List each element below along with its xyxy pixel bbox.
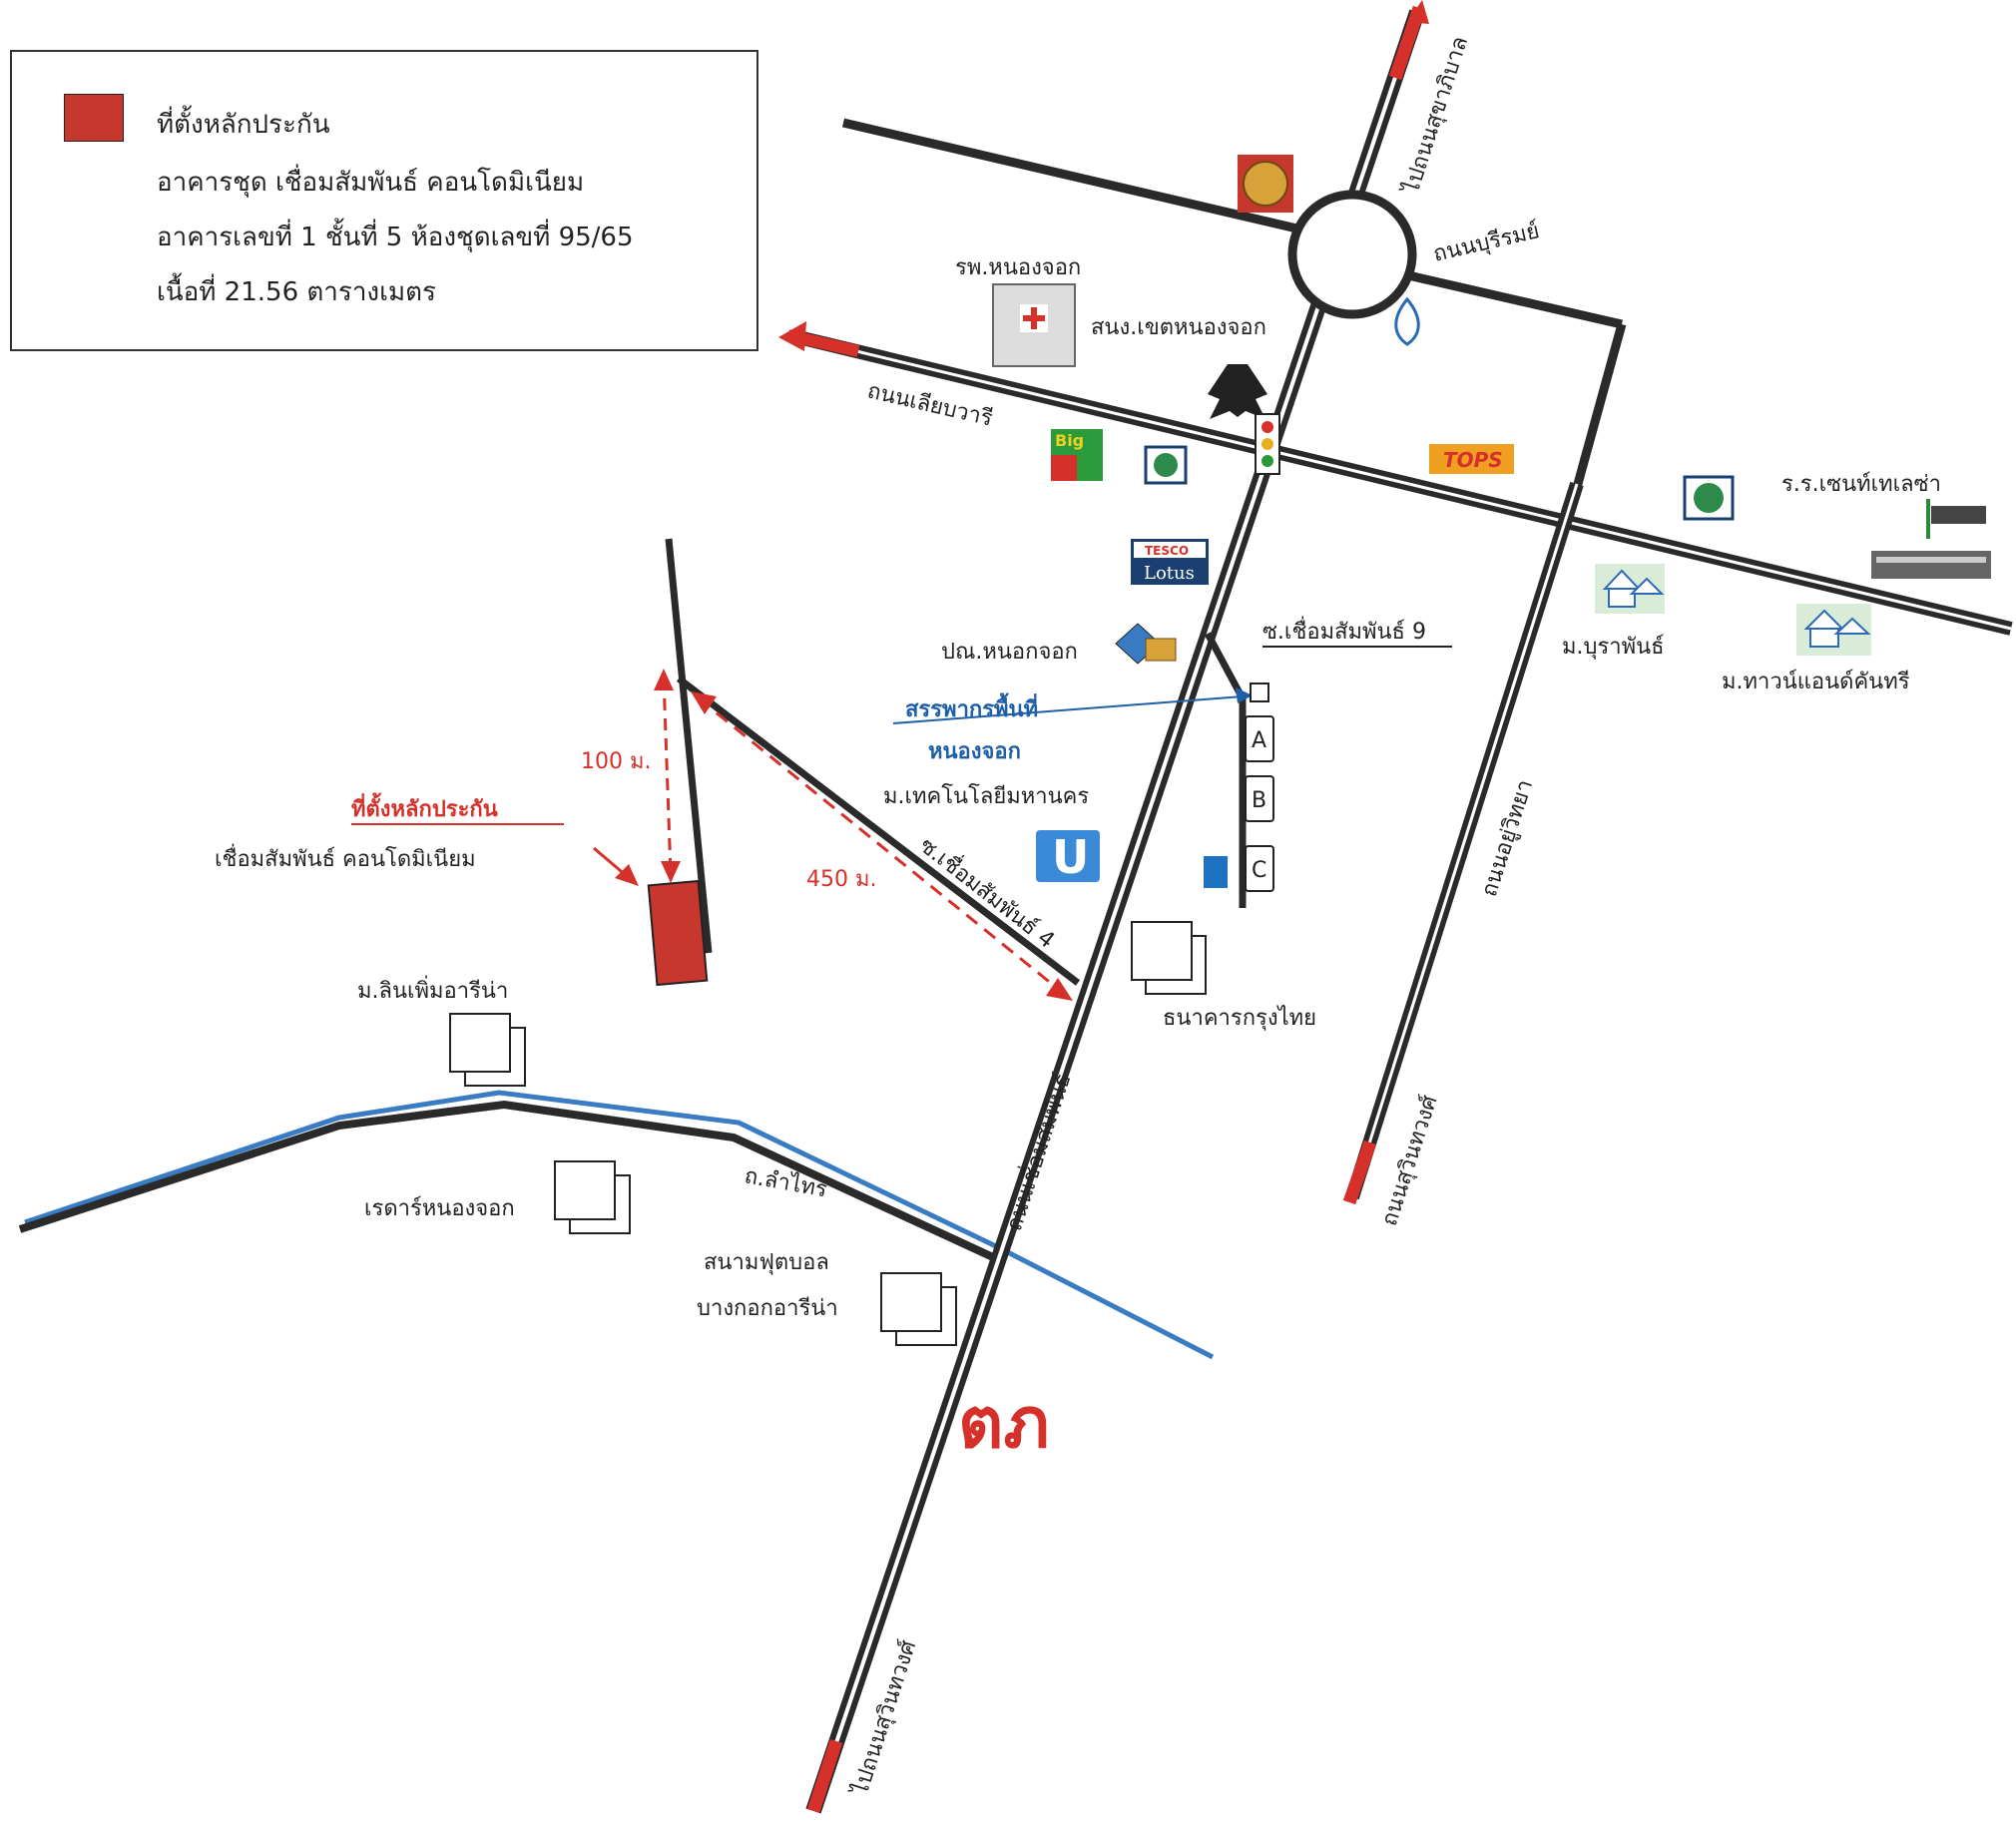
traffic-light-icon: [1255, 413, 1280, 475]
lin-phoem-arena-label: ม.ลินเพิ่มอารีน่า: [357, 975, 508, 1004]
post-office-label: ปณ.หนอกจอก: [941, 640, 1078, 665]
distance-100-arrow-down: [661, 861, 681, 883]
buraphan-label: ม.บุราพันธ์: [1562, 635, 1665, 660]
bank-droplet-icon: [1394, 296, 1420, 346]
tesco-lotus-logo: TESCO Lotus: [1131, 539, 1209, 585]
building-a: [1245, 715, 1274, 762]
lin-phoem-arena-marker: [449, 1013, 526, 1087]
town-country-house-icon: [1796, 604, 1871, 656]
hospital-label: รพ.หนองจอก: [955, 255, 1081, 280]
building-small-square: [1250, 683, 1269, 702]
building-c-label: C: [1252, 858, 1266, 883]
utthayo-road-center: [1350, 483, 1579, 1198]
buraphan-house-icon: [1595, 564, 1665, 614]
soi-9-road-label: ซ.เชื่อมสัมพันธ์ 9: [1262, 616, 1426, 645]
coin-icon: [1238, 155, 1293, 213]
big-c-label: Big: [1055, 431, 1084, 450]
university-label: ม.เทคโนโลยีมหานคร: [883, 783, 1089, 809]
roundabout: [1287, 190, 1417, 319]
distance-450-line: [698, 696, 1064, 995]
distance-450-label: 450 ม.: [806, 867, 876, 892]
collateral-title-label: ที่ตั้งหลักประกัน: [351, 792, 498, 822]
lam-sai-road: [18, 1100, 995, 1261]
buriram-road-label: ถนนบุรีรมย์: [1431, 219, 1542, 267]
collateral-pointer-arrowhead: [615, 864, 639, 886]
garuda-icon: [1208, 364, 1267, 419]
buriram-road-top: [841, 118, 1324, 239]
tesco-label: TESCO: [1145, 544, 1189, 558]
sukhaphiban-arrowhead: [1407, 0, 1429, 24]
building-a-label: A: [1252, 728, 1266, 753]
building-b-label: B: [1252, 788, 1266, 813]
lotus-label: Lotus: [1144, 563, 1195, 584]
revenue-pointer-arrowhead: [1236, 687, 1253, 703]
radar-label: เรดาร์หนองจอก: [364, 1196, 515, 1221]
bank-logo-icon-2: [1683, 475, 1735, 521]
legend-line-3: เนื้อที่ 21.56 ตารางเมตร: [157, 277, 436, 307]
distance-100-line: [662, 678, 673, 874]
collateral-pointer-line: [593, 846, 628, 878]
big-c-logo: Big: [1051, 429, 1103, 481]
collateral-legend-swatch: [64, 94, 124, 142]
blue-square-marker: [1204, 856, 1228, 888]
town-country-label: ม.ทาวน์แอนด์คันทรี: [1722, 670, 1910, 694]
collateral-access-road: [665, 538, 713, 954]
suwinthawong-arrow-tip: [1342, 1140, 1377, 1205]
map-legend: ที่ตั้งหลักประกัน อาคารชุด เชื่อมสัมพันธ…: [10, 50, 758, 351]
distance-100-label: 100 ม.: [581, 749, 651, 774]
school-icon: [1871, 499, 1991, 579]
legend-line-1: อาคารชุด เชื่อมสัมพันธ์ คอนโดมิเนียม: [157, 168, 585, 198]
bank-logo-icon-1: [1144, 445, 1188, 485]
company-logo: ตภ: [958, 1382, 1050, 1464]
krungthai-bank-label: ธนาคารกรุงไทย: [1163, 1005, 1316, 1031]
revenue-label-line2: หนองจอก: [928, 739, 1021, 764]
chueam-samphan-road-center: [811, 11, 1419, 1812]
suwinthawong-road-label: ถนนสุวินทวงศ์: [1377, 1093, 1443, 1229]
radar-marker: [554, 1160, 631, 1234]
collateral-building: [647, 879, 709, 987]
district-office-label: สนง.เขตหนองจอก: [1091, 315, 1266, 340]
stadium-marker: [880, 1272, 957, 1346]
krungthai-bank-marker: [1131, 921, 1207, 995]
lam-sai-road-label: ถ.ลำไทร: [743, 1162, 829, 1202]
soi-4-road: [676, 676, 1081, 986]
stadium-label-line1: สนามฟุตบอล: [704, 1250, 829, 1275]
distance-100-arrow-up: [654, 669, 674, 690]
revenue-pointer-line: [892, 695, 1244, 724]
tops-logo: TOPS: [1429, 444, 1514, 474]
stadium-label-line2: บางกอกอารีน่า: [697, 1296, 838, 1321]
revenue-label-line1: สรรพากรพื้นที่: [905, 692, 1038, 722]
canal-line: [24, 1090, 1215, 1360]
collateral-name-label: เชื่อมสัมพันธ์ คอนโดมิเนียม: [215, 843, 476, 872]
school-label: ร.ร.เซนท์เทเลซ่า: [1781, 472, 1941, 497]
tops-label: TOPS: [1443, 448, 1503, 472]
liap-wari-arrowhead: [778, 321, 806, 351]
liap-wari-road-center: [797, 335, 2012, 631]
legend-line-2: อาคารเลขที่ 1 ชั้นที่ 5 ห้องชุดเลขที่ 95…: [157, 223, 634, 252]
hospital-icon: [992, 283, 1076, 367]
distance-450-arrow-start: [691, 691, 717, 714]
suwinthawong-south-arrow-tip: [806, 1738, 843, 1814]
legend-title: ที่ตั้งหลักประกัน: [157, 110, 330, 140]
building-c: [1245, 845, 1274, 892]
distance-450-arrow-end: [1046, 978, 1073, 1001]
chueam-samphan-road-label: ถนนเชื่อมสัมพันธ์: [998, 1069, 1076, 1233]
post-office-icon: [1115, 623, 1177, 665]
university-logo-letter: U: [1052, 830, 1089, 884]
university-logo: U: [1036, 830, 1100, 884]
buriram-road: [1380, 264, 1624, 329]
building-b: [1245, 775, 1274, 822]
